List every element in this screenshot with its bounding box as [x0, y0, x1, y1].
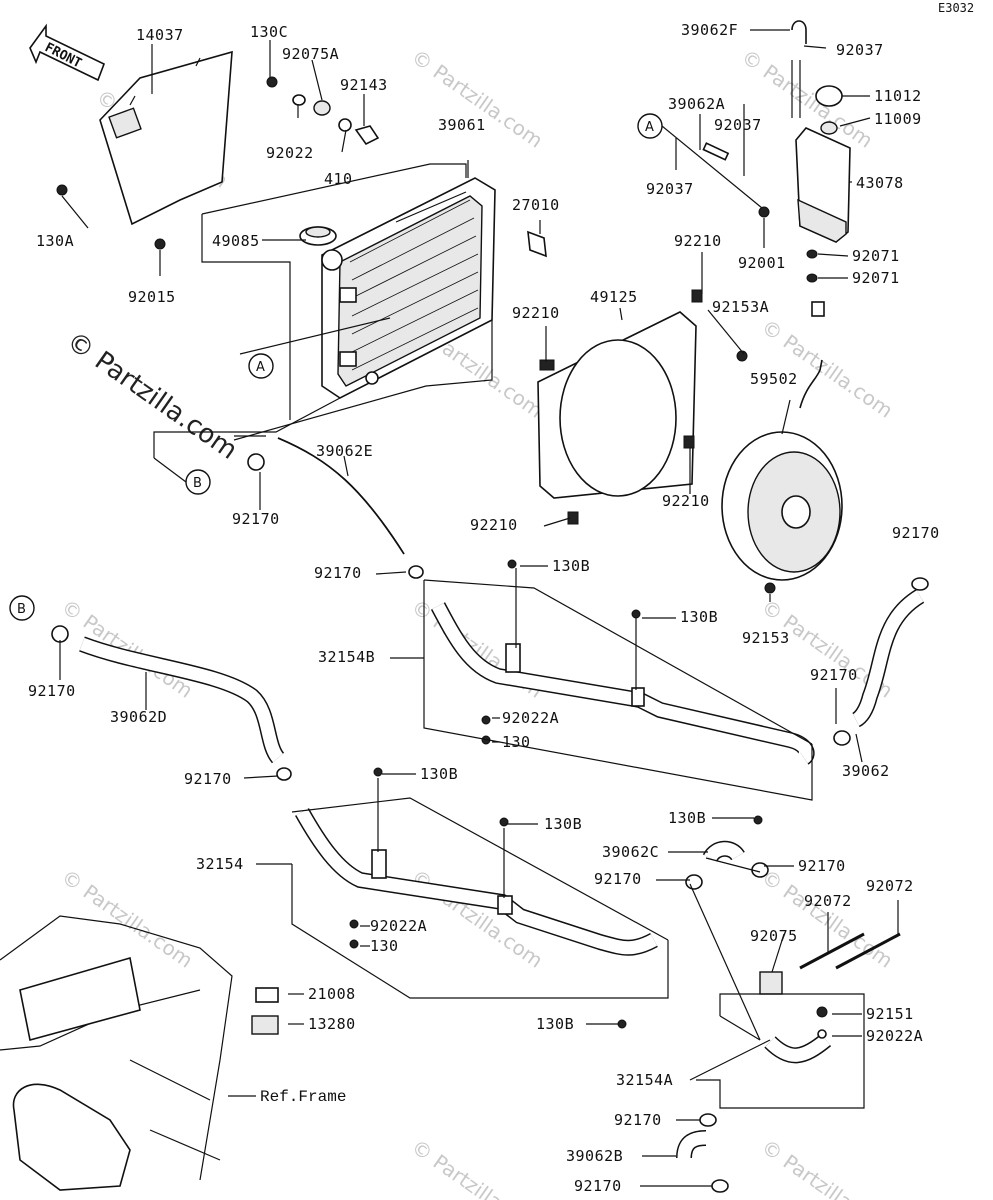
part-label: 92170 — [184, 770, 232, 788]
part-labels: 14037 130C 92075A 92143 39061 92022 410 … — [28, 21, 940, 1195]
radiator-cap-part — [299, 226, 337, 246]
callout-letter: B — [17, 602, 26, 617]
part-label: 92170 — [574, 1177, 622, 1195]
part-label: 130B — [552, 557, 590, 575]
callout-a-2: A — [637, 113, 663, 139]
part-label: 92151 — [866, 1005, 914, 1023]
part-label: 130B — [680, 608, 718, 626]
part-label: 92072 — [866, 877, 914, 895]
part-label: 92072 — [804, 892, 852, 910]
part-label: 92210 — [470, 516, 518, 534]
part-label: 92170 — [594, 870, 642, 888]
watermark: © Partzilla.com — [757, 1134, 897, 1200]
callout-b-2: B — [9, 595, 35, 621]
part-label: 32154 — [196, 855, 244, 873]
part-label: 92037 — [836, 41, 884, 59]
ref-frame-label: Ref.Frame — [260, 1088, 346, 1106]
part-label: 39062A — [668, 95, 725, 113]
callout-letter: A — [256, 360, 265, 375]
part-label: 21008 — [308, 985, 356, 1003]
part-label: 14037 — [136, 26, 184, 44]
radiator-screen-part — [99, 50, 233, 226]
part-label: 92170 — [28, 682, 76, 700]
part-label: 92170 — [314, 564, 362, 582]
part-label: 92071 — [852, 269, 900, 287]
part-label: 92071 — [852, 247, 900, 265]
part-label: 92210 — [674, 232, 722, 250]
part-label: 92170 — [798, 857, 846, 875]
leader-lines — [59, 29, 899, 1187]
callout-letter: B — [193, 476, 202, 491]
part-label: 11009 — [874, 110, 922, 128]
part-label: 92001 — [738, 254, 786, 272]
pipe-32154b-part — [430, 602, 815, 765]
part-label: 92075A — [282, 45, 339, 63]
part-label: 130C — [250, 23, 288, 41]
part-label: 49125 — [590, 288, 638, 306]
watermark: © Partzilla.com — [757, 314, 897, 422]
part-label: 92170 — [232, 510, 280, 528]
part-label: 32154B — [318, 648, 375, 666]
radiator-part — [321, 177, 496, 399]
callout-b-1: B — [185, 469, 211, 495]
watermark: © Partzilla.com — [407, 1134, 547, 1200]
part-label: 92153 — [742, 629, 790, 647]
part-label: 92022A — [502, 709, 559, 727]
cooling-fan-part — [721, 301, 843, 594]
part-label: 39062F — [681, 21, 738, 39]
clip-92075-part — [759, 971, 783, 995]
reservoir-tank-part — [702, 20, 851, 283]
part-label: 39062E — [316, 442, 373, 460]
part-label: 92075 — [750, 927, 798, 945]
part-label: 130 — [502, 733, 531, 751]
part-label: 39062D — [110, 708, 167, 726]
diagram-code: E3032 — [938, 1, 974, 15]
part-label: 92022A — [866, 1027, 923, 1045]
part-label: 130B — [668, 809, 706, 827]
part-label: 39061 — [438, 116, 486, 134]
frame-reference-sketch — [0, 915, 233, 1191]
fasteners-top — [56, 76, 547, 258]
part-label: 92170 — [614, 1111, 662, 1129]
part-label: 130A — [36, 232, 74, 250]
part-label: 92210 — [662, 492, 710, 510]
part-label: 49085 — [212, 232, 260, 250]
part-label: 410 — [324, 170, 353, 188]
part-label: 92170 — [810, 666, 858, 684]
part-label: 39062B — [566, 1147, 623, 1165]
part-label: 59502 — [750, 370, 798, 388]
part-label: 92022A — [370, 917, 427, 935]
watermark-large: © Partzilla.com — [61, 326, 243, 466]
part-label: 92015 — [128, 288, 176, 306]
part-label: 130B — [420, 765, 458, 783]
part-label: 39062C — [602, 843, 659, 861]
fan-shroud-part — [537, 289, 748, 525]
part-label: 92143 — [340, 76, 388, 94]
part-label: 92210 — [512, 304, 560, 322]
callout-a-1: A — [248, 353, 274, 379]
part-label: 32154A — [616, 1071, 673, 1089]
pipe-32154-part — [295, 808, 658, 956]
part-label: 130B — [536, 1015, 574, 1033]
part-label: 27010 — [512, 196, 560, 214]
callout-letter: A — [645, 120, 654, 135]
part-label: 92037 — [646, 180, 694, 198]
part-label: 92170 — [892, 524, 940, 542]
part-label: 92022 — [266, 144, 314, 162]
part-label: 92037 — [714, 116, 762, 134]
front-arrow-icon: FRONT — [29, 23, 106, 82]
part-label: 13280 — [308, 1015, 356, 1033]
part-label: 130B — [544, 815, 582, 833]
part-label: 39062 — [842, 762, 890, 780]
part-label: 11012 — [874, 87, 922, 105]
watermark: © Partzilla.com — [57, 594, 197, 702]
watermark: © Partzilla.com — [407, 44, 547, 152]
part-label: 43078 — [856, 174, 904, 192]
part-label: 130 — [370, 937, 399, 955]
part-label: 92153A — [712, 298, 769, 316]
